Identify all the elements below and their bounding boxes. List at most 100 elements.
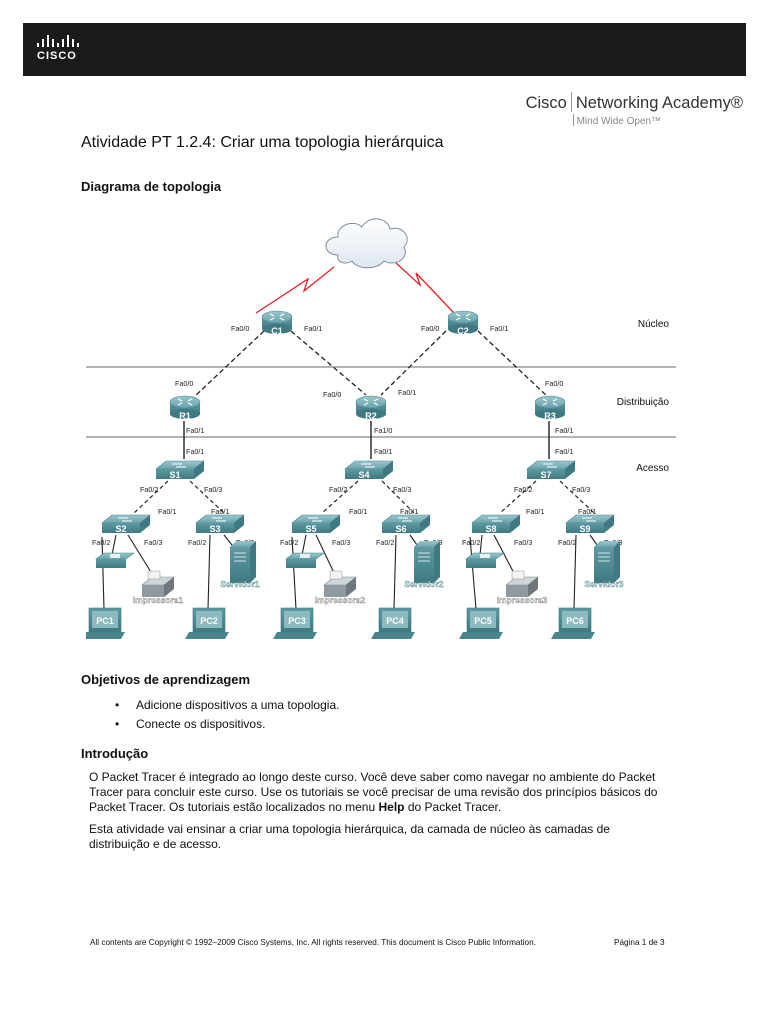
footer-page-number: Página 1 de 3 (614, 938, 665, 947)
svg-text:Impressora1: Impressora1 (133, 595, 184, 605)
printer-icon (323, 570, 357, 598)
list-item: Adicione dispositivos a uma topologia. (115, 696, 339, 715)
academy-tagline: Mind Wide Open™ (576, 116, 662, 127)
switch-s4: S4 (344, 460, 394, 480)
svg-text:Servidor2: Servidor2 (404, 579, 443, 589)
svg-text:Impressora3: Impressora3 (497, 595, 548, 605)
academy-name: Networking Academy® (575, 94, 743, 112)
layer-label-distribution: Distribuição (617, 397, 670, 408)
svg-text:Fa0/3: Fa0/3 (144, 538, 162, 547)
switch-s7: S7 (526, 460, 576, 480)
cloud-icon (325, 218, 408, 269)
dist-router-r1: R1 (169, 395, 201, 421)
svg-text:Fa0/1: Fa0/1 (349, 507, 367, 516)
svg-text:Fa0/1: Fa0/1 (555, 447, 573, 456)
server-icon (593, 540, 621, 584)
svg-text:R2: R2 (365, 411, 377, 421)
pc-3: PC3 (272, 607, 318, 640)
ip-phone (95, 552, 135, 569)
core-router-c1: C1 (261, 310, 293, 336)
serial-link-c1 (255, 266, 335, 314)
switch-s6: S6 (381, 514, 431, 534)
svg-text:Fa0/2: Fa0/2 (376, 538, 394, 547)
svg-text:Fa0/1: Fa0/1 (555, 426, 573, 435)
svg-text:PC6: PC6 (566, 616, 584, 626)
svg-text:Fa0/3: Fa0/3 (204, 485, 222, 494)
printer-3: Impressora3 (497, 570, 548, 605)
ip-phone (465, 552, 505, 569)
serial-links (255, 262, 455, 314)
port-labels: Fa0/0 Fa0/1 Fa0/0 Fa0/1 Fa0/0 Fa0/1 Fa0/… (92, 324, 622, 547)
switch-s2: S2 (101, 514, 151, 534)
section-objectives-heading: Objetivos de aprendizagem (81, 672, 251, 687)
svg-text:Fa0/1: Fa0/1 (211, 507, 229, 516)
server-1: Servidor1 (220, 540, 260, 589)
svg-text:Fa0/0: Fa0/0 (175, 379, 193, 388)
switch-s9: S9 (565, 514, 615, 534)
phone-icon (285, 552, 325, 569)
svg-text:C2: C2 (457, 326, 469, 336)
svg-text:S4: S4 (358, 470, 369, 480)
svg-text:Fa0/2: Fa0/2 (280, 538, 298, 547)
ethernet-links-dashed (193, 330, 549, 398)
svg-text:Fa0/1: Fa0/1 (526, 507, 544, 516)
cisco-logo: CISCO (37, 35, 79, 62)
footer-copyright: All contents are Copyright © 1992–2009 C… (90, 938, 536, 947)
svg-text:Fa0/3: Fa0/3 (514, 538, 532, 547)
server-icon (413, 540, 441, 584)
intro-paragraph-2: Esta atividade vai ensinar a criar uma t… (89, 822, 610, 851)
svg-text:S2: S2 (115, 524, 126, 534)
pc-6: PC6 (550, 607, 596, 640)
topology-diagram: Núcleo Distribuição Acesso Fa0/0 Fa0/1 F… (86, 218, 676, 640)
svg-text:Fa0/1: Fa0/1 (578, 507, 596, 516)
svg-text:Fa0/3: Fa0/3 (332, 538, 350, 547)
svg-text:Fa1/0: Fa1/0 (374, 426, 392, 435)
objectives-list: Adicione dispositivos a uma topologia. C… (115, 696, 339, 733)
svg-text:PC1: PC1 (96, 616, 114, 626)
pc-1: PC1 (86, 607, 126, 640)
svg-text:Fa0/2: Fa0/2 (188, 538, 206, 547)
svg-text:Fa0/0: Fa0/0 (545, 379, 563, 388)
svg-text:S7: S7 (540, 470, 551, 480)
academy-brand: Cisco (525, 94, 567, 112)
switch-s1: S1 (155, 460, 205, 480)
svg-text:PC5: PC5 (474, 616, 492, 626)
svg-text:S5: S5 (305, 524, 316, 534)
svg-text:R1: R1 (179, 411, 191, 421)
access-group-1: S1 S2 S3 Impressora1 Servidor1 PC1 PC2 (86, 460, 260, 640)
core-router-c2: C2 (447, 310, 479, 336)
dist-router-r2: R2 (355, 395, 387, 421)
intro-paragraph-1: O Packet Tracer é integrado ao longo des… (89, 770, 658, 814)
svg-text:PC3: PC3 (288, 616, 306, 626)
svg-text:S9: S9 (579, 524, 590, 534)
switch-s8: S8 (471, 514, 521, 534)
svg-text:PC4: PC4 (386, 616, 404, 626)
phone-icon (465, 552, 505, 569)
svg-text:Fa0/1: Fa0/1 (490, 324, 508, 333)
end-device-links (101, 534, 605, 610)
svg-text:Fa0/1: Fa0/1 (186, 447, 204, 456)
ip-phone (285, 552, 325, 569)
printer-icon (505, 570, 539, 598)
svg-text:Servidor3: Servidor3 (584, 579, 623, 589)
list-item: Conecte os dispositivos. (115, 715, 339, 734)
switch-s3: S3 (195, 514, 245, 534)
academy-logo: Cisco Networking Academy® Mind Wide Open™ (526, 92, 743, 127)
svg-text:Fa0/1: Fa0/1 (374, 447, 392, 456)
server-3: Servidor3 (584, 540, 624, 589)
svg-text:Fa0/1: Fa0/1 (400, 507, 418, 516)
svg-text:Servidor1: Servidor1 (220, 579, 259, 589)
svg-text:Fa0/1: Fa0/1 (304, 324, 322, 333)
layer-labels: Núcleo Distribuição Acesso (617, 319, 670, 474)
pc-5: PC5 (458, 607, 504, 640)
svg-text:Fa0/0: Fa0/0 (421, 324, 439, 333)
server-2: Servidor2 (404, 540, 444, 589)
access-group-3: S7 S8 S9 Impressora3 Servidor3 PC5 PC6 (458, 460, 624, 640)
layer-label-core: Núcleo (638, 319, 670, 330)
access-group-2: S4 S5 S6 Impressora2 Servidor2 PC3 PC4 (272, 460, 444, 640)
svg-text:Fa0/1: Fa0/1 (398, 388, 416, 397)
svg-text:Fa0/3: Fa0/3 (572, 485, 590, 494)
pc-2: PC2 (184, 607, 230, 640)
svg-text:S8: S8 (485, 524, 496, 534)
cisco-bars-icon (37, 35, 79, 47)
